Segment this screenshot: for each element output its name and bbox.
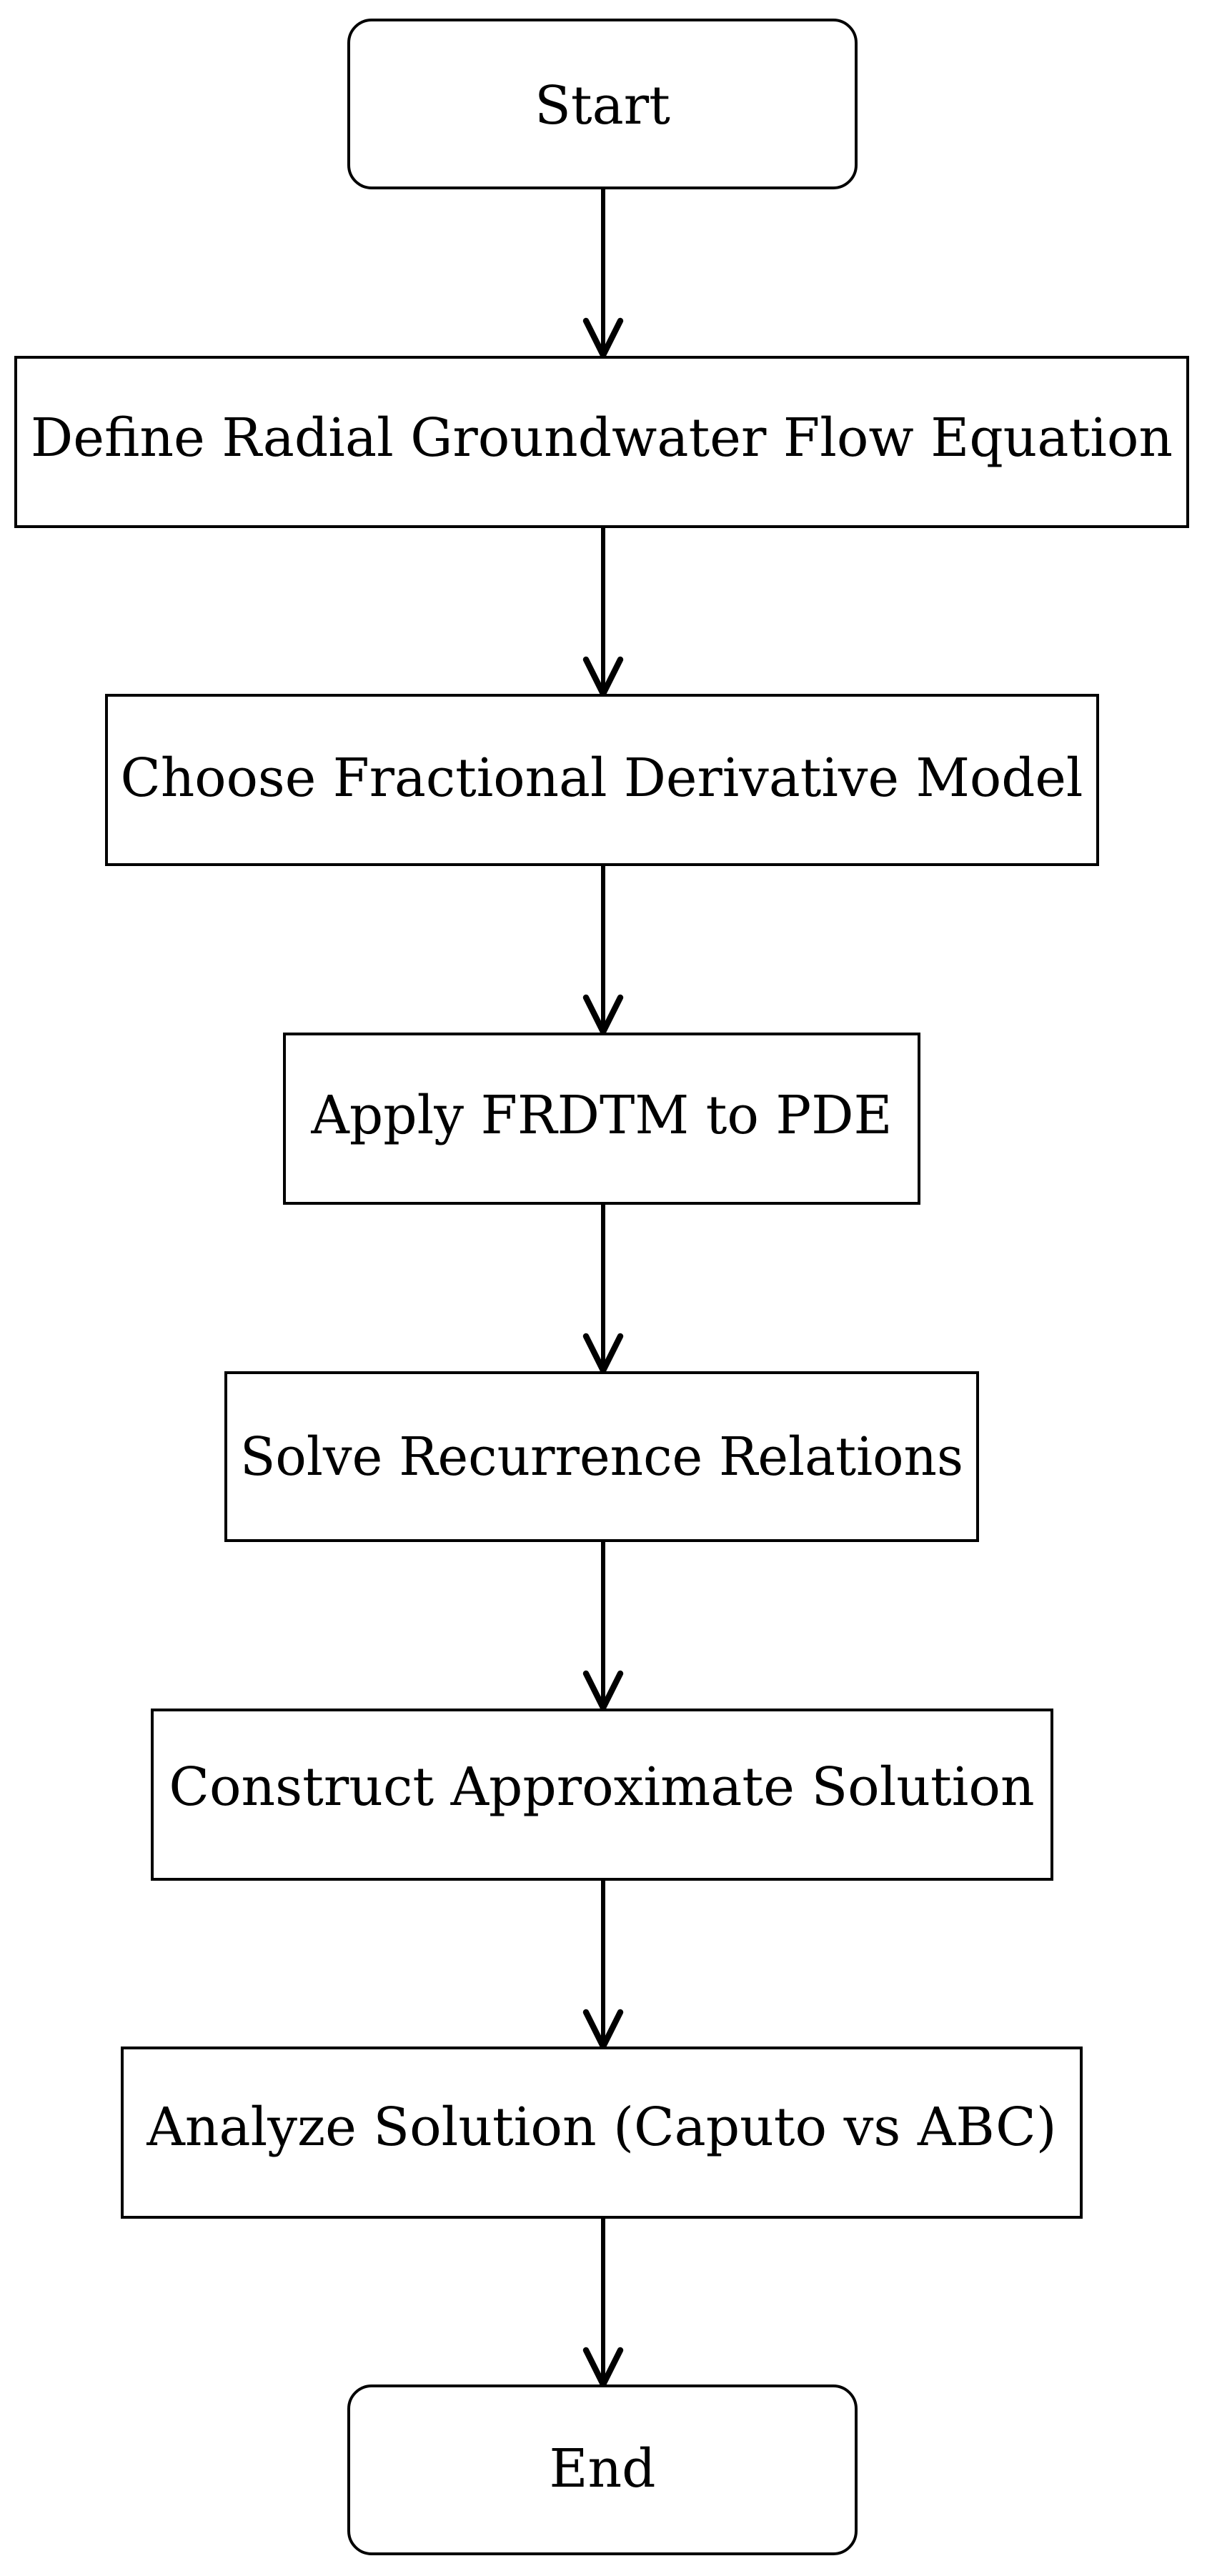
node-solve-recurrence: Solve Recurrence Relations — [224, 1371, 979, 1542]
construct-solution-label: Construct Approximate Solution — [169, 1756, 1034, 1818]
node-apply-frdtm: Apply FRDTM to PDE — [283, 1033, 920, 1205]
apply-frdtm-box — [283, 1033, 920, 1205]
node-start: Start — [347, 19, 858, 189]
solve-recurrence-label: Solve Recurrence Relations — [240, 1426, 963, 1488]
analyze-solution-box — [121, 2047, 1083, 2219]
define-equation-box — [14, 356, 1189, 528]
start-terminal-shape — [347, 19, 858, 189]
choose-model-box — [105, 694, 1099, 866]
choose-model-label: Choose Fractional Derivative Model — [121, 747, 1083, 809]
solve-recurrence-box — [224, 1371, 979, 1542]
define-equation-label: Define Radial Groundwater Flow Equation — [31, 407, 1173, 469]
node-choose-model: Choose Fractional Derivative Model — [105, 694, 1099, 866]
start-label: Start — [535, 75, 670, 136]
node-analyze-solution: Analyze Solution (Caputo vs ABC) — [121, 2047, 1083, 2219]
end-terminal-shape — [347, 2384, 858, 2555]
end-label: End — [549, 2438, 655, 2500]
node-define-equation: Define Radial Groundwater Flow Equation — [14, 356, 1189, 528]
apply-frdtm-label: Apply FRDTM to PDE — [310, 1085, 892, 1146]
analyze-solution-label: Analyze Solution (Caputo vs ABC) — [146, 2097, 1056, 2158]
node-construct-solution: Construct Approximate Solution — [151, 1709, 1053, 1881]
construct-solution-box — [151, 1709, 1053, 1881]
node-end: End — [347, 2384, 858, 2555]
